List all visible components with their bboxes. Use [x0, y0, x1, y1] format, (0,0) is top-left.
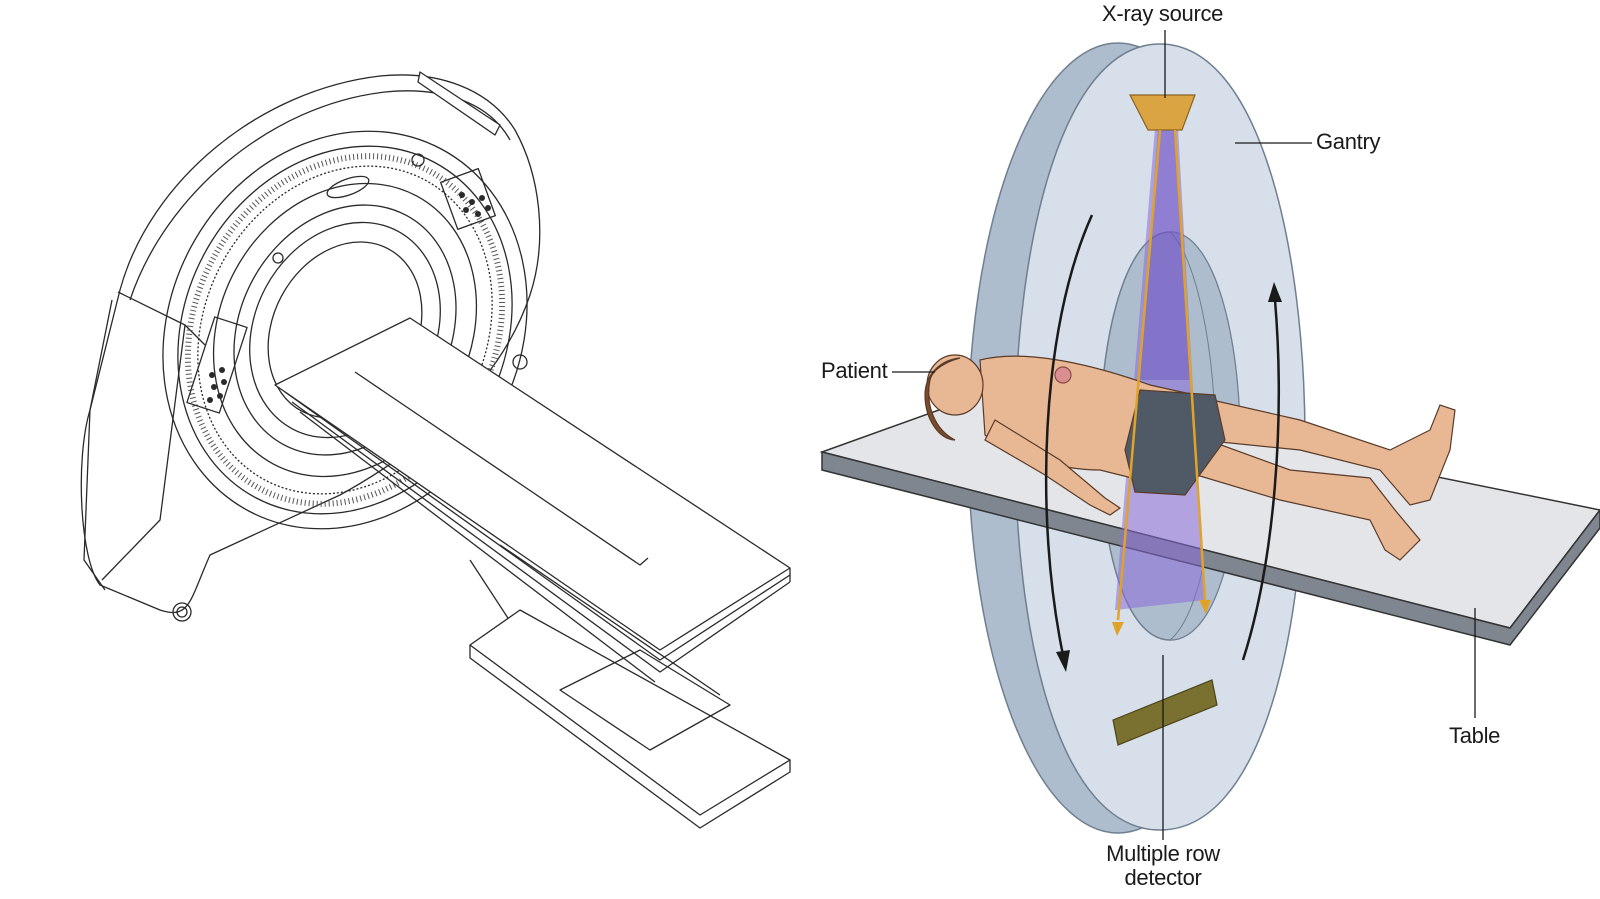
label-detector-line2: detector	[1124, 865, 1202, 891]
gantry-diagram	[819, 30, 1600, 840]
label-patient: Patient	[821, 358, 888, 383]
ct-scanner-line-drawing	[80, 71, 791, 829]
label-detector-line1: Multiple row	[1106, 841, 1220, 866]
label-gantry: Gantry	[1316, 129, 1381, 154]
rotation-arrow-right	[1241, 299, 1280, 661]
rotation-arrow-left	[1044, 214, 1094, 656]
label-multiple-row-detector: Multiple row detector	[1103, 841, 1223, 891]
multiple-row-detector	[1112, 679, 1218, 746]
label-xray-source: X-ray source	[1102, 1, 1224, 26]
patient-figure	[924, 354, 1456, 561]
xray-source-icon	[1129, 94, 1196, 131]
label-table: Table	[1449, 723, 1501, 748]
